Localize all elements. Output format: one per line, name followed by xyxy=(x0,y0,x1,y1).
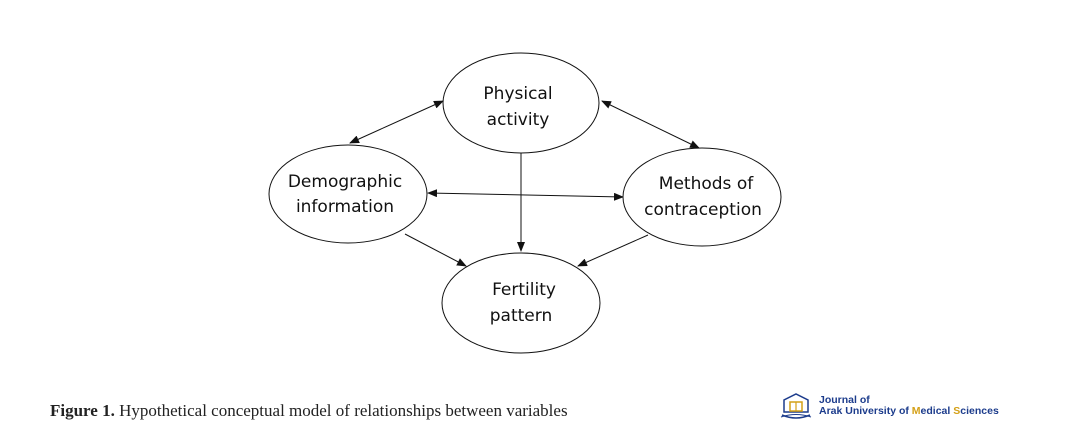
edge-contraception-fertility xyxy=(577,234,649,267)
node-demographic-information-line1: Demographic xyxy=(288,172,402,192)
node-methods-of-contraception-line2: contraception xyxy=(644,200,762,220)
node-demographic-information-line2: information xyxy=(296,197,394,217)
edge-demographic-physical xyxy=(349,100,444,144)
journal-emblem-icon xyxy=(780,393,812,419)
edge-demographic-fertility xyxy=(404,233,467,267)
figure-caption-label: Figure 1. xyxy=(50,401,115,420)
journal-name-line2: Arak University of Medical Sciences xyxy=(819,405,999,417)
journal-name: Journal of Arak University of Medical Sc… xyxy=(819,395,999,417)
node-fertility-pattern: Fertility pattern xyxy=(441,252,601,354)
edge-physical-contraception xyxy=(601,100,700,149)
figure-caption-text: Hypothetical conceptual model of relatio… xyxy=(114,401,568,420)
node-demographic-information: Demographic information xyxy=(268,144,428,244)
node-fertility-pattern-line2: pattern xyxy=(490,306,552,326)
node-methods-of-contraception-line1: Methods of xyxy=(659,174,754,194)
node-physical-activity-line2: activity xyxy=(487,110,550,130)
node-fertility-pattern-line1: Fertility xyxy=(492,280,556,300)
node-methods-of-contraception: Methods of contraception xyxy=(622,147,782,247)
edge-demographic-contraception xyxy=(427,189,624,201)
journal-logo: Journal of Arak University of Medical Sc… xyxy=(779,391,999,421)
figure-caption: Figure 1. Hypothetical conceptual model … xyxy=(50,401,568,421)
node-physical-activity: Physical activity xyxy=(442,52,600,154)
journal-name-line1: Journal of xyxy=(819,394,870,406)
node-physical-activity-line1: Physical xyxy=(483,84,552,104)
